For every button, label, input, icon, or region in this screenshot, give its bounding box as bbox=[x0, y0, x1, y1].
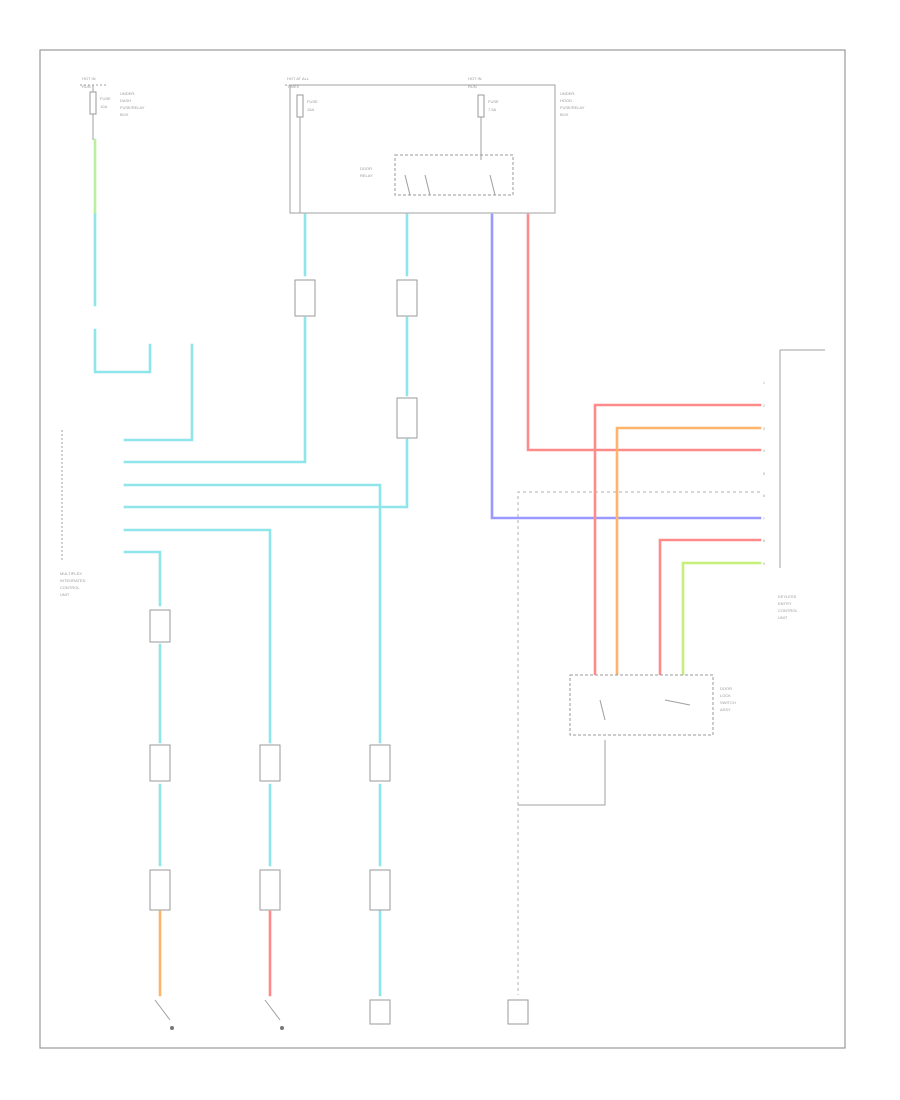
svg-text:9: 9 bbox=[763, 562, 765, 566]
blue-violet-wire bbox=[490, 213, 762, 520]
svg-text:KEYLESS: KEYLESS bbox=[778, 594, 797, 599]
svg-text:DASH: DASH bbox=[120, 98, 131, 103]
svg-text:FUSE: FUSE bbox=[488, 99, 499, 104]
right-connector: 1 2 3 4 5 6 7 8 9 KEYLESS ENTRY CONTROL … bbox=[763, 349, 825, 620]
svg-text:INTEGRATED: INTEGRATED bbox=[60, 578, 86, 583]
svg-text:ENTRY: ENTRY bbox=[778, 601, 792, 606]
green-wire bbox=[681, 561, 762, 677]
svg-text:10A: 10A bbox=[100, 104, 107, 109]
light-blue-circuit bbox=[93, 138, 409, 997]
svg-text:FUSE: FUSE bbox=[307, 99, 318, 104]
svg-text:BOX: BOX bbox=[120, 112, 129, 117]
components bbox=[149, 279, 529, 1025]
svg-text:UNIT: UNIT bbox=[778, 615, 788, 620]
diagram-frame bbox=[39, 49, 846, 1049]
svg-text:FUSE/RELAY: FUSE/RELAY bbox=[560, 105, 585, 110]
orange-wire bbox=[615, 426, 762, 677]
svg-text:DOOR: DOOR bbox=[360, 166, 372, 171]
svg-text:2: 2 bbox=[763, 404, 765, 408]
gray-dotted-wire bbox=[517, 491, 760, 995]
svg-text:BOX: BOX bbox=[560, 112, 569, 117]
svg-text:HOT IN: HOT IN bbox=[82, 76, 96, 81]
top-center-fuse-box: HOT AT ALL TIMES HOT IN RUN FUSE 15A FUS… bbox=[285, 76, 585, 214]
svg-text:MULTIPLEX: MULTIPLEX bbox=[60, 571, 82, 576]
door-lock-switch-module: DOOR LOCK SWITCH ASSY bbox=[569, 674, 736, 736]
svg-text:FUSE/RELAY: FUSE/RELAY bbox=[120, 105, 145, 110]
svg-text:SWITCH: SWITCH bbox=[720, 700, 736, 705]
red-wire-3 bbox=[658, 538, 762, 677]
svg-text:RUN: RUN bbox=[82, 84, 91, 89]
svg-text:4: 4 bbox=[763, 449, 765, 453]
svg-text:TIMES: TIMES bbox=[287, 84, 300, 89]
red-wire-2 bbox=[593, 403, 762, 677]
svg-text:8: 8 bbox=[763, 539, 765, 543]
svg-text:3: 3 bbox=[763, 427, 765, 431]
svg-text:HOT AT ALL: HOT AT ALL bbox=[287, 76, 310, 81]
svg-text:UNDER-: UNDER- bbox=[120, 91, 136, 96]
svg-text:LOCK: LOCK bbox=[720, 693, 731, 698]
svg-text:7.5A: 7.5A bbox=[488, 107, 497, 112]
svg-text:7: 7 bbox=[763, 517, 765, 521]
svg-text:ASSY: ASSY bbox=[720, 707, 731, 712]
svg-text:FUSE: FUSE bbox=[100, 96, 111, 101]
red-wire-top bbox=[526, 213, 762, 452]
bottom-switches bbox=[154, 999, 284, 1030]
svg-text:1: 1 bbox=[763, 381, 765, 385]
svg-text:RELAY: RELAY bbox=[360, 173, 373, 178]
svg-text:CONTROL: CONTROL bbox=[778, 608, 798, 613]
top-left-fuse: HOT IN RUN FUSE 10A UNDER- DASH FUSE/REL… bbox=[80, 76, 145, 140]
svg-text:6: 6 bbox=[763, 494, 765, 498]
svg-text:15A: 15A bbox=[307, 107, 314, 112]
svg-text:RUN: RUN bbox=[468, 84, 477, 89]
svg-text:CONTROL: CONTROL bbox=[60, 585, 80, 590]
svg-text:HOT IN: HOT IN bbox=[468, 76, 482, 81]
svg-text:HOOD: HOOD bbox=[560, 98, 572, 103]
instrument-panel-connector: MULTIPLEX INTEGRATED CONTROL UNIT bbox=[60, 430, 86, 597]
svg-text:UNIT: UNIT bbox=[60, 592, 70, 597]
svg-text:UNDER-: UNDER- bbox=[560, 91, 576, 96]
svg-text:DOOR: DOOR bbox=[720, 686, 732, 691]
svg-text:5: 5 bbox=[763, 472, 765, 476]
